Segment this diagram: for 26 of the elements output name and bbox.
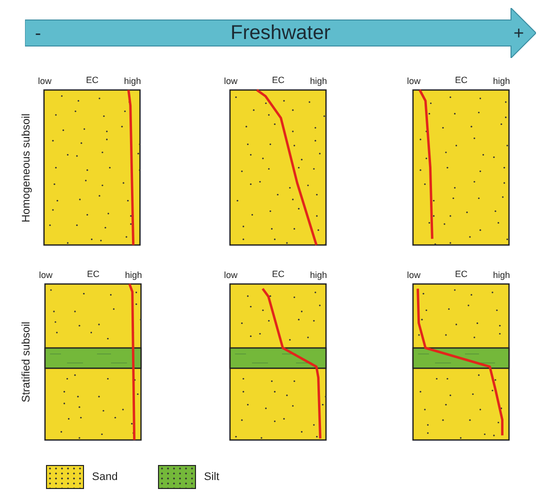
axis-label: low: [39, 271, 53, 280]
axis-label: low: [407, 271, 421, 280]
axis-label: EC: [86, 76, 99, 85]
axis-label: low: [224, 77, 238, 86]
axis-label: high: [493, 271, 510, 280]
axis-label: low: [407, 77, 421, 86]
legend-label: Silt: [204, 471, 220, 483]
axis-label: high: [124, 77, 142, 86]
axis-label: high: [493, 77, 510, 86]
axis-label: EC: [455, 76, 468, 85]
axis-label: high: [125, 271, 142, 280]
freshwater-arrow: [25, 8, 536, 58]
row-label: Stratified subsoil: [22, 322, 32, 402]
legend-label: Sand: [92, 471, 118, 483]
sign-label: +: [513, 24, 524, 42]
row-label: Homogeneous subsoil: [22, 114, 32, 222]
axis-label: high: [310, 77, 328, 86]
axis-label: low: [38, 77, 52, 86]
sign-label: -: [35, 24, 41, 42]
axis-label: EC: [272, 76, 285, 85]
arrow-label: Freshwater: [230, 23, 331, 43]
axis-label: EC: [455, 270, 468, 279]
axis-label: high: [310, 271, 328, 280]
axis-label: EC: [272, 270, 285, 279]
axis-label: low: [224, 271, 238, 280]
axis-label: EC: [87, 270, 100, 279]
